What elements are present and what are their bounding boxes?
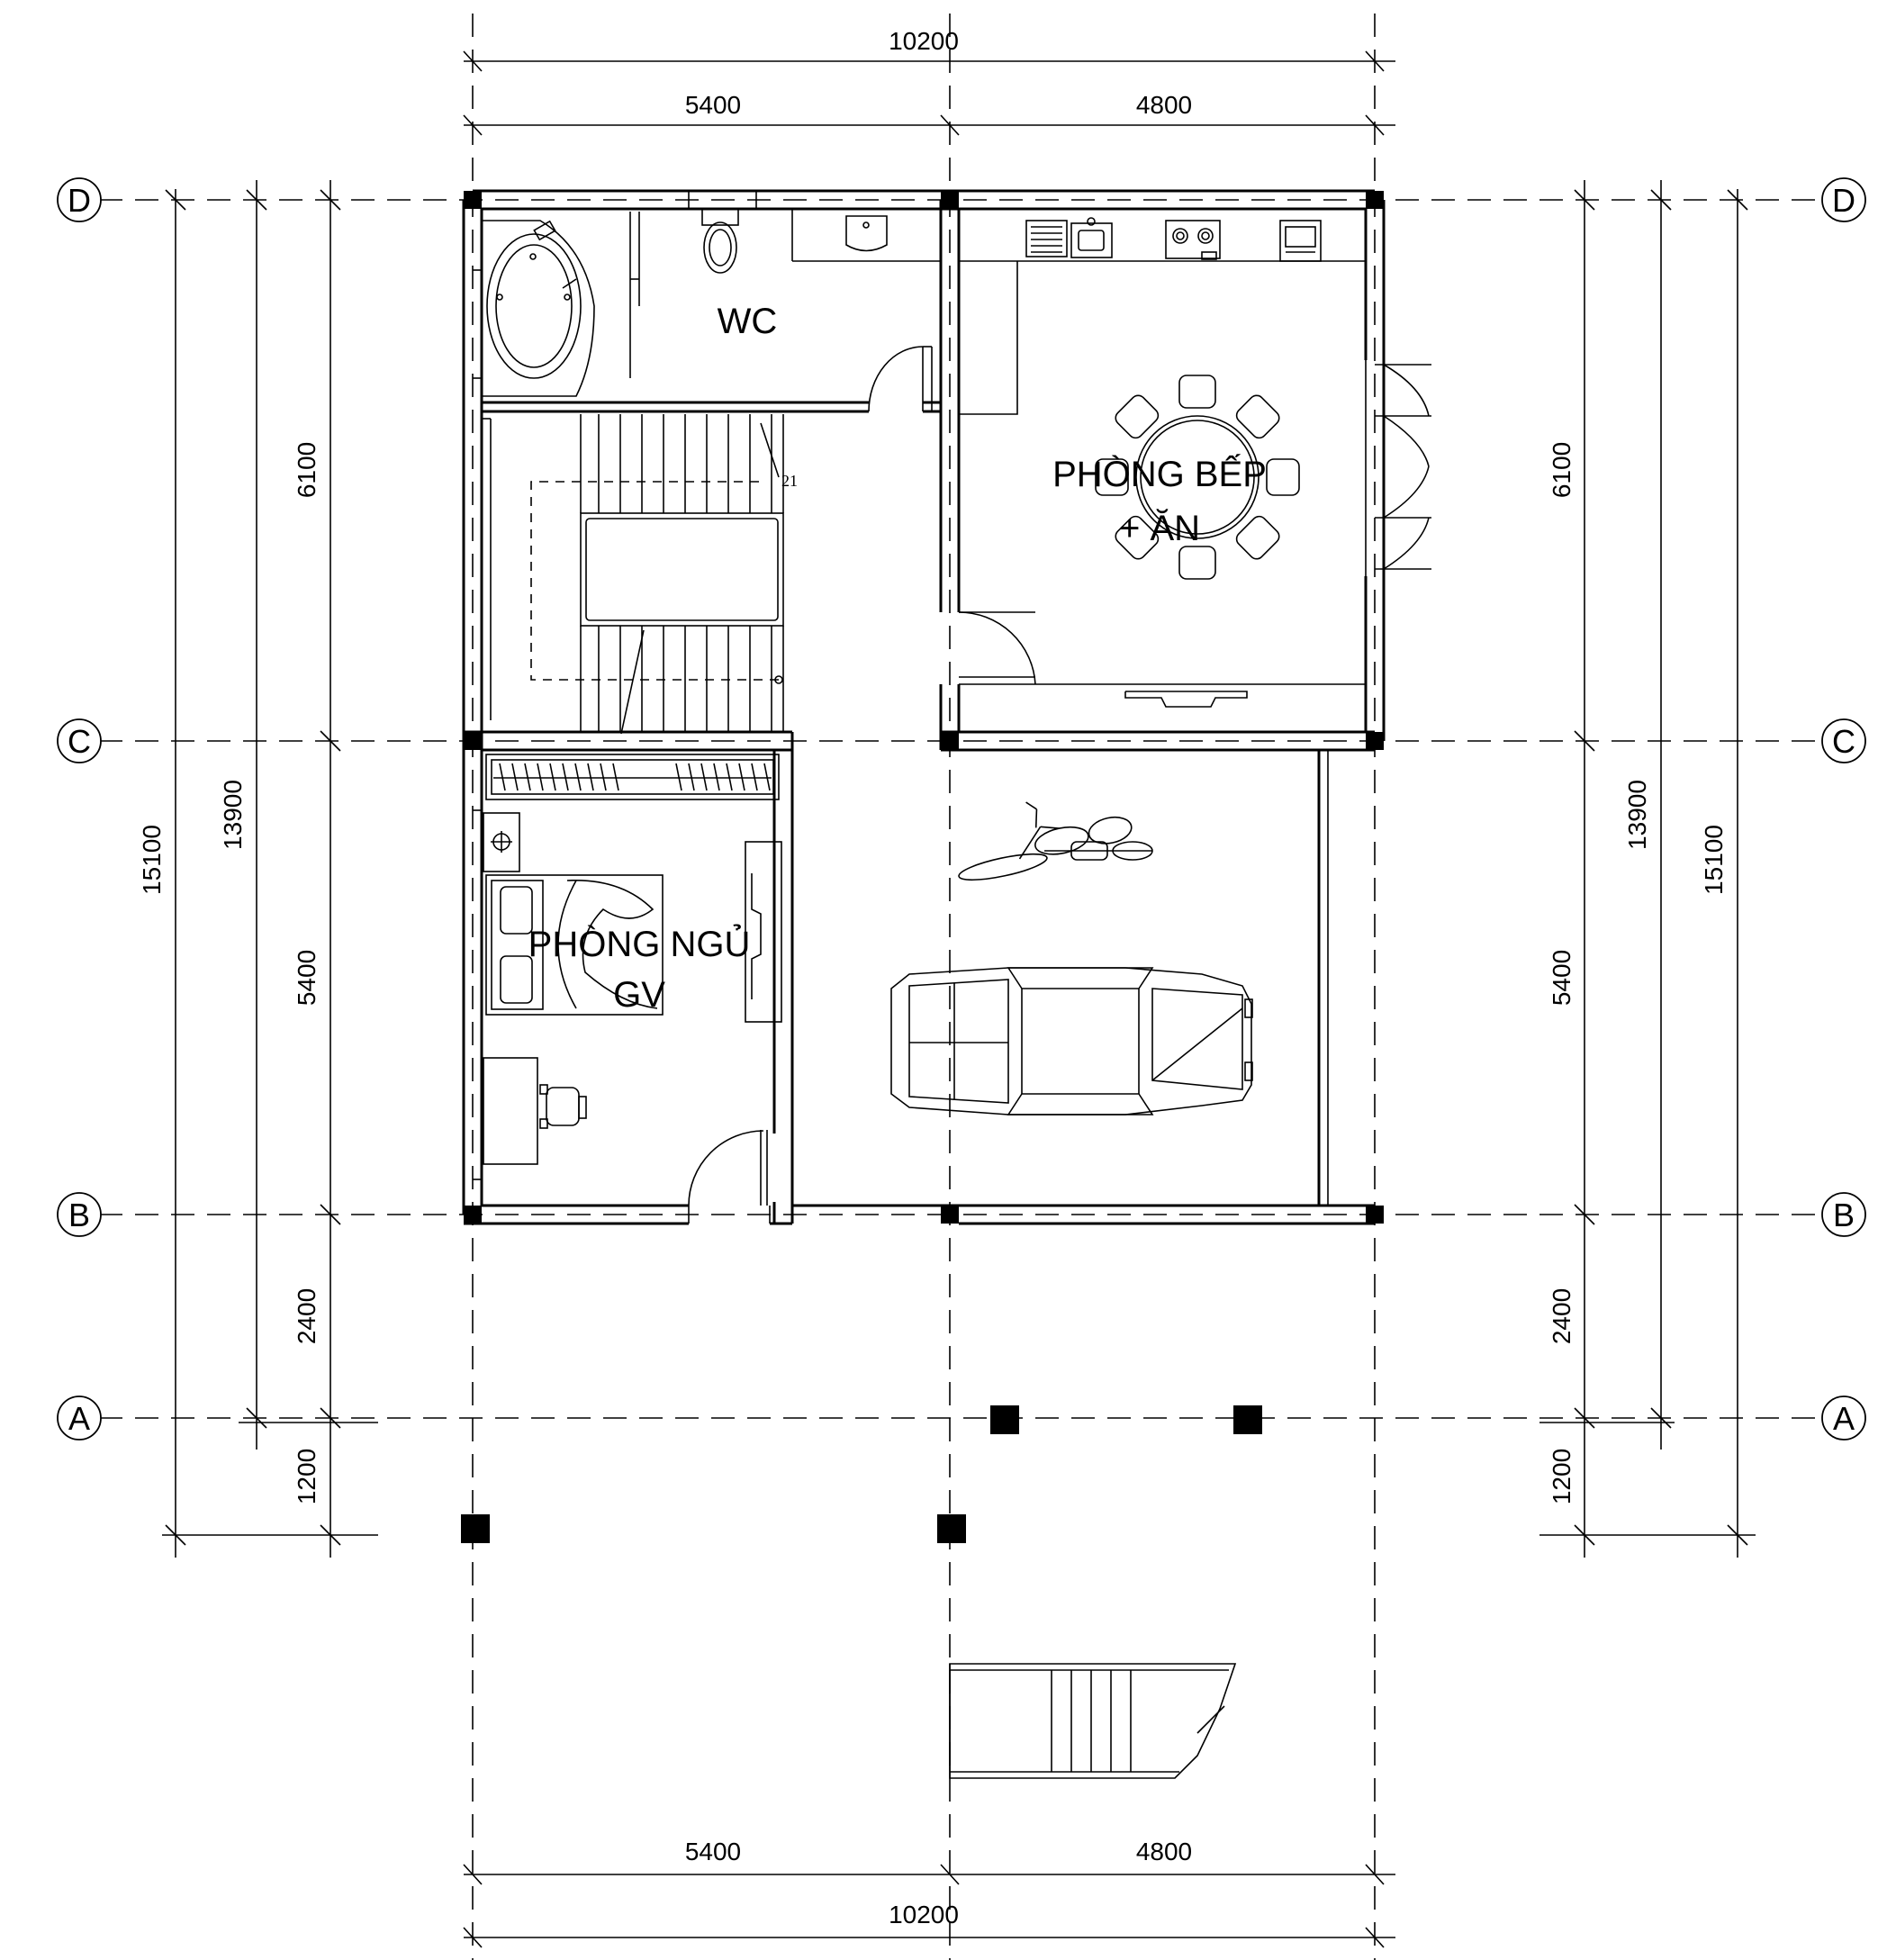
walls xyxy=(462,189,1386,1225)
wardrobe-hanger xyxy=(499,763,506,791)
grid-label-b-left: B xyxy=(68,1197,90,1233)
dining-chair xyxy=(1178,375,1216,409)
grid-label-b-right: B xyxy=(1833,1197,1855,1233)
wardrobe-hanger xyxy=(574,763,582,791)
dim-right-a-end: 1200 xyxy=(1548,1449,1575,1504)
dim-top-left: 5400 xyxy=(685,91,741,119)
dim-left-cb: 5400 xyxy=(293,950,321,1006)
kitchen-fixtures: PHÒNG BẾP + ĂN xyxy=(958,209,1431,708)
dim-bottom-left: 5400 xyxy=(685,1838,741,1865)
grid-bubbles: D D C C B B A A xyxy=(57,177,1866,1441)
wardrobe-hanger xyxy=(600,763,607,791)
stair-step-count: 21 xyxy=(781,472,798,490)
dim-left-ba: 2400 xyxy=(293,1288,321,1344)
grid-label-c-left: C xyxy=(68,723,91,760)
dim-right-mid-total: 13900 xyxy=(1623,780,1651,850)
dim-top-right: 4800 xyxy=(1136,91,1192,119)
dim-right-outer-total: 15100 xyxy=(1700,825,1728,895)
grid-label-c-right: C xyxy=(1832,723,1855,760)
bedroom-fixtures: PHÒNG NGỦ GV xyxy=(483,754,782,1224)
dining-chair xyxy=(1095,458,1129,496)
dim-bottom-right: 4800 xyxy=(1136,1838,1192,1865)
wardrobe-hanger xyxy=(688,763,695,791)
dining-chair xyxy=(1266,458,1300,496)
wardrobe-hanger xyxy=(675,763,682,791)
dimensions-left: 6100 5400 2400 1200 13900 15100 xyxy=(138,180,378,1558)
front-stairs xyxy=(949,1663,1237,1779)
wardrobe-hanger xyxy=(587,763,594,791)
dimensions-top: 10200 5400 4800 xyxy=(463,27,1395,136)
dim-right-ba: 2400 xyxy=(1548,1288,1575,1344)
dimensions-right: 6100 5400 2400 1200 13900 15100 xyxy=(1539,180,1756,1558)
wardrobe-hanger xyxy=(511,763,519,791)
dimensions-bottom: 5400 4800 10200 xyxy=(463,1838,1395,1948)
grid-label-a-right: A xyxy=(1833,1400,1855,1437)
wardrobe-hanger xyxy=(738,763,745,791)
wardrobe-hanger xyxy=(537,763,544,791)
room-label-wc: WC xyxy=(718,302,778,341)
dim-left-dc: 6100 xyxy=(293,442,321,498)
grid-label-a-left: A xyxy=(68,1400,90,1437)
staircase: 21 xyxy=(530,414,798,735)
grid-lines xyxy=(99,14,1819,1960)
dim-left-mid-total: 13900 xyxy=(219,780,247,850)
wardrobe-hanger xyxy=(726,763,733,791)
wc-fixtures: WC xyxy=(481,208,941,412)
garage-vehicles xyxy=(890,801,1253,1115)
dining-chair xyxy=(1235,515,1280,560)
dim-left-a-end: 1200 xyxy=(293,1449,321,1504)
columns xyxy=(461,191,1384,1543)
dining-chair xyxy=(1115,515,1160,560)
wardrobe-hanger xyxy=(700,763,708,791)
wardrobe-hanger xyxy=(763,763,771,791)
room-label-bedroom-line1: PHÒNG NGỦ xyxy=(528,923,751,964)
grid-label-d-right: D xyxy=(1832,182,1855,219)
wardrobe-hanger xyxy=(612,763,619,791)
room-label-kitchen-line2: + ĂN xyxy=(1119,508,1200,548)
dining-chair xyxy=(1115,394,1160,439)
wardrobe-hanger xyxy=(549,763,556,791)
dim-right-cb: 5400 xyxy=(1548,950,1575,1006)
wardrobe-hanger xyxy=(562,763,569,791)
grid-label-d-left: D xyxy=(68,182,91,219)
room-label-bedroom-line2: GV xyxy=(613,975,665,1015)
dim-right-dc: 6100 xyxy=(1548,442,1575,498)
dim-left-outer-total: 15100 xyxy=(138,825,166,895)
dim-top-total: 10200 xyxy=(889,27,959,55)
wardrobe-hanger xyxy=(524,763,531,791)
wardrobe-hanger xyxy=(751,763,758,791)
room-label-kitchen-line1: PHÒNG BẾP xyxy=(1052,453,1267,494)
dining-chair xyxy=(1235,394,1280,439)
wardrobe-hanger xyxy=(713,763,720,791)
dim-bottom-total: 10200 xyxy=(889,1901,959,1928)
dining-chair xyxy=(1178,546,1216,580)
